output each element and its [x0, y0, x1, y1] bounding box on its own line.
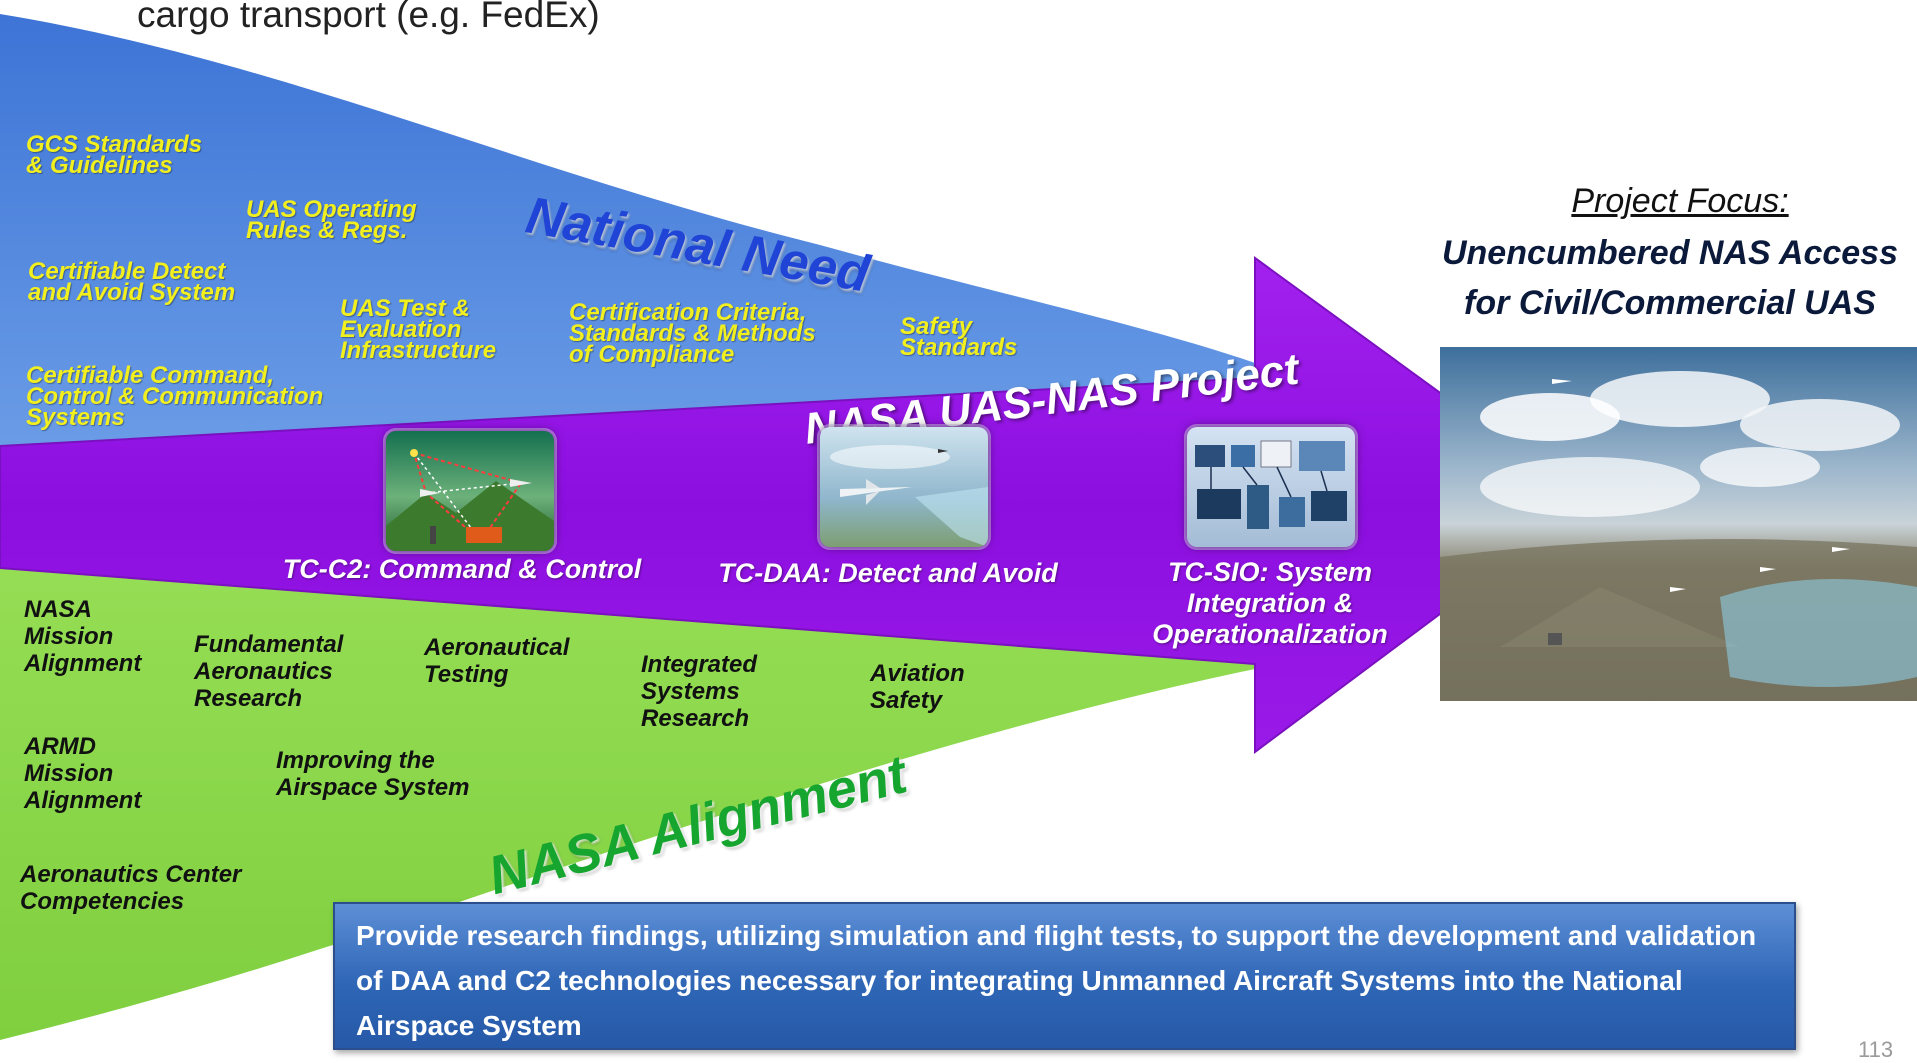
command-control-network-illustration	[386, 431, 554, 551]
alignment-item-integrated-systems: Integrated Systems Research	[641, 651, 758, 732]
need-item-safety-standards: Safety Standards	[900, 313, 1018, 361]
project-focus-title: Unencumbered NAS Access for Civil/Commer…	[1441, 234, 1898, 322]
tc-daa-image	[820, 427, 988, 547]
project-focus-image	[1440, 347, 1917, 701]
need-item-uas-test-evaluation: UAS Test & Evaluation Infrastructure	[340, 295, 497, 364]
need-item-certifiable-daa: Certifiable Detect and Avoid System	[28, 258, 236, 306]
alignment-item-center-competencies: Aeronautics Center Competencies	[20, 861, 242, 915]
project-focus-heading: Project Focus:	[1571, 182, 1789, 220]
tc-sio-image	[1187, 427, 1355, 547]
alignment-item-armd-mission: ARMD Mission Alignment	[24, 733, 142, 814]
tc-sio-label: TC-SIO: System Integration & Operational…	[1152, 557, 1388, 649]
nas-airspace-landscape-illustration	[1440, 347, 1917, 701]
tc-c2-label: TC-C2: Command & Control	[282, 554, 642, 584]
mission-statement: Provide research findings, utilizing sim…	[356, 920, 1757, 1041]
nasa-alignment-band	[0, 556, 1275, 1040]
tc-daa-label: TC-DAA: Detect and Avoid	[718, 558, 1058, 588]
need-item-certifiable-c3: Certifiable Command, Control & Communica…	[26, 362, 324, 431]
page-number: 113	[1858, 1037, 1894, 1062]
top-caption: cargo transport (e.g. FedEx)	[137, 0, 600, 35]
alignment-item-nasa-mission: NASA Mission Alignment	[24, 596, 142, 677]
need-item-gcs-standards: GCS Standards & Guidelines	[26, 131, 203, 179]
alignment-item-aviation-safety: Aviation Safety	[870, 660, 965, 714]
national-need-band	[0, 14, 1275, 448]
need-item-certification-criteria: Certification Criteria, Standards & Meth…	[569, 299, 816, 368]
system-integration-screens-illustration	[1187, 427, 1355, 547]
need-item-uas-operating-rules: UAS Operating Rules & Regs.	[246, 196, 417, 244]
tc-c2-image	[386, 431, 554, 551]
project-arrow	[0, 256, 1592, 754]
mission-statement-box	[333, 902, 1796, 1050]
alignment-item-improving-airspace: Improving the Airspace System	[276, 747, 470, 801]
alignment-item-aeronautical-testing: Aeronautical Testing	[424, 634, 570, 688]
alignment-item-fundamental-aeronautics: Fundamental Aeronautics Research	[194, 631, 344, 712]
uav-detect-avoid-illustration	[820, 427, 988, 547]
